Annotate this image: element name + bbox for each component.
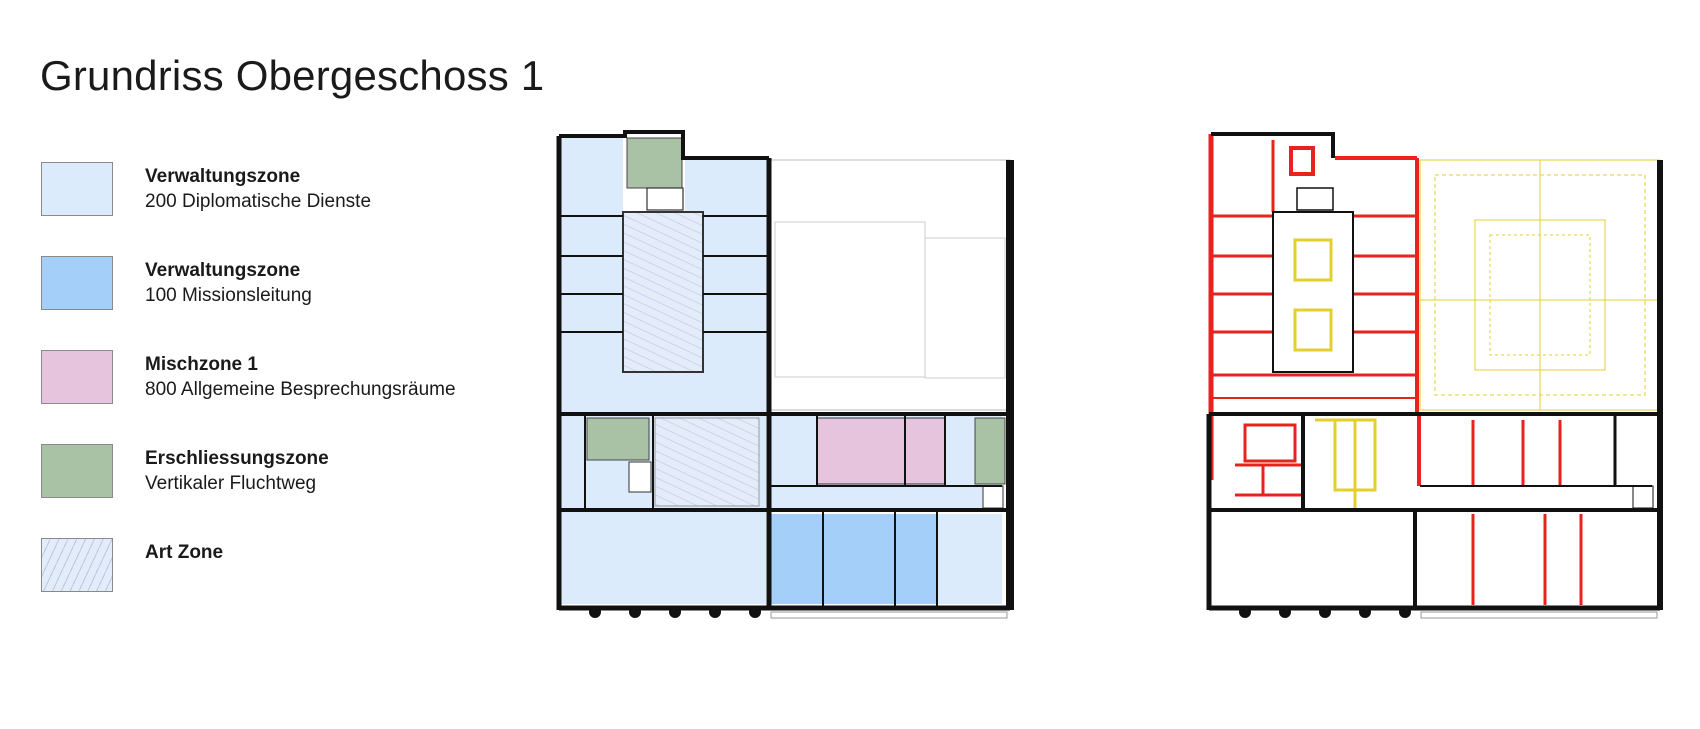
zone-100-office-2 [824, 514, 894, 604]
legend-name: Verwaltungszone [145, 260, 301, 281]
north-partitions [561, 215, 767, 333]
facade-columns-right [1239, 606, 1411, 618]
zone-800-meeting-2 [904, 417, 946, 485]
legend-desc: 200 Diplomatische Dienste [145, 191, 372, 212]
zone-100-office-3 [896, 514, 936, 604]
facade-columns [589, 606, 761, 618]
legend-swatch-art-zone [41, 538, 113, 592]
lift-sw [628, 461, 652, 493]
legend-desc: Vertikaler Fluchtweg [145, 473, 317, 494]
lift-north [646, 187, 684, 211]
stair-north [626, 137, 683, 189]
legend-swatch-erschliessung [41, 444, 113, 498]
legend-item-verwaltungszone-200: Verwaltungszone 200 Diplomatische Dienst… [41, 162, 521, 218]
terrace-edge [770, 611, 1008, 619]
zone-800-meeting-1 [816, 417, 906, 485]
courtyard [769, 159, 1011, 411]
legend-name: Art Zone [145, 542, 224, 563]
legend-name: Erschliessungszone [145, 448, 329, 469]
zone-200-south-large [561, 512, 766, 604]
floor-plan-demolition [1206, 132, 1663, 619]
legend-desc: 100 Missionsleitung [145, 285, 312, 306]
art-zone-sw [654, 417, 760, 507]
legend-item-verwaltungszone-100: Verwaltungszone 100 Missionsleitung [41, 256, 521, 312]
floor-plan-zoning [556, 130, 1014, 619]
legend-item-art-zone: Art Zone [41, 538, 521, 594]
legend-name: Verwaltungszone [145, 166, 301, 187]
zone-100-office-1 [770, 514, 822, 604]
art-zone-central [622, 211, 704, 373]
legend-name: Mischzone 1 [145, 354, 258, 375]
stair-se [974, 417, 1006, 485]
walls [556, 130, 1014, 611]
terrace-edge-right [1420, 611, 1658, 619]
legend-swatch-mischzone [41, 350, 113, 404]
page-title: Grundriss Obergeschoss 1 [40, 52, 545, 99]
stair-sw [586, 417, 650, 461]
courtyard-void-2 [924, 237, 1006, 379]
legend-swatch-verwaltung-100 [41, 256, 113, 310]
legend-item-erschliessungszone: Erschliessungszone Vertikaler Fluchtweg [41, 444, 521, 500]
lift-se [982, 485, 1004, 509]
legend-desc: 800 Allgemeine Besprechungsräume [145, 379, 456, 400]
zone-200-se-bottom [938, 514, 1002, 604]
legend-swatch-verwaltung-200 [41, 162, 113, 216]
legend-item-mischzone-1: Mischzone 1 800 Allgemeine Besprechungsr… [41, 350, 521, 406]
